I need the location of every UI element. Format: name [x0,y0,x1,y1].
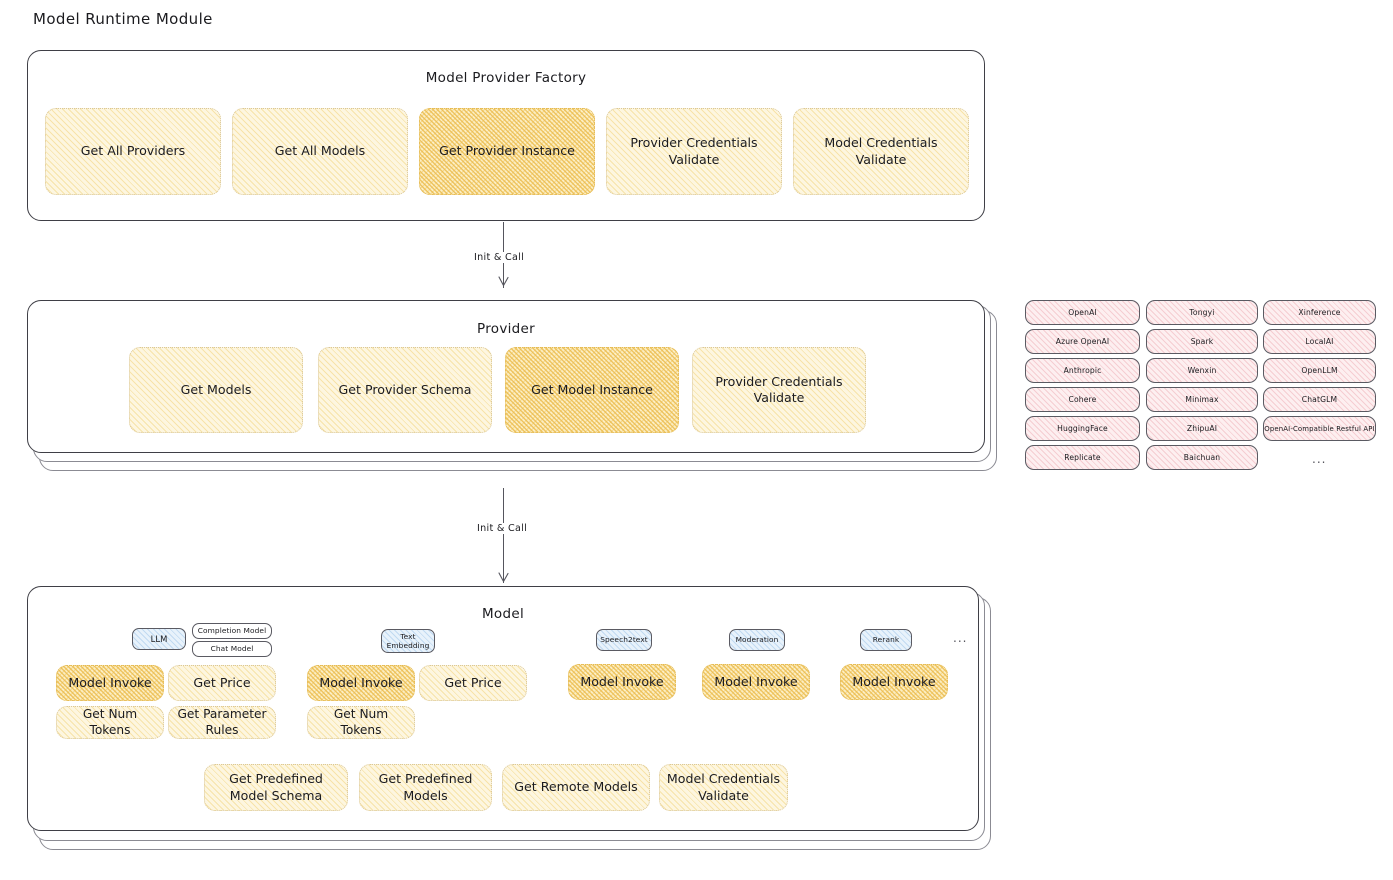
provider-chip-anthropic[interactable]: Anthropic [1025,358,1140,383]
factory-function-get-all-providers[interactable]: Get All Providers [45,108,221,195]
model-type-badge-llm[interactable]: LLM [132,628,186,650]
arrow-provider-to-model-line [503,488,504,583]
provider-function-get-model-instance[interactable]: Get Model Instance [505,347,679,433]
provider-chip-openllm[interactable]: OpenLLM [1263,358,1376,383]
model-text-embedding-function-get-price[interactable]: Get Price [419,665,527,701]
model-types-more-ellipsis: ... [953,631,968,645]
model-text-embedding-function-get-num-tokens[interactable]: Get Num Tokens [307,706,415,739]
factory-function-provider-credentials-validate[interactable]: Provider Credentials Validate [606,108,782,195]
model-provider-factory-card: Model Provider Factory Get All Providers… [27,50,985,221]
model-provider-factory-title: Model Provider Factory [425,70,587,86]
model-type-sub-badge-completion-model[interactable]: Completion Model [192,623,272,639]
model-card: Model LLM Completion Model Chat Model Mo… [27,586,979,831]
provider-chip-zhipuai[interactable]: ZhipuAI [1146,416,1258,441]
provider-chip-huggingface[interactable]: HuggingFace [1025,416,1140,441]
model-shared-function-get-predefined-model-schema[interactable]: Get Predefined Model Schema [204,764,348,811]
provider-list-more-ellipsis: ... [1312,452,1327,466]
model-shared-function-model-credentials-validate[interactable]: Model Credentials Validate [659,764,788,811]
page-title: Model Runtime Module [33,10,213,28]
model-title: Model [481,606,525,622]
provider-chip-azure-openai[interactable]: Azure OpenAI [1025,329,1140,354]
model-shared-function-get-predefined-models[interactable]: Get Predefined Models [359,764,492,811]
arrow-provider-to-model-label: Init & Call [474,523,531,534]
model-type-badge-text-embedding[interactable]: Text Embedding [381,629,435,653]
factory-function-model-credentials-validate[interactable]: Model Credentials Validate [793,108,969,195]
provider-chip-minimax[interactable]: Minimax [1146,387,1258,412]
model-moderation-function-model-invoke[interactable]: Model Invoke [702,664,810,700]
model-llm-function-get-num-tokens[interactable]: Get Num Tokens [56,706,164,739]
model-type-badge-moderation[interactable]: Moderation [729,629,785,651]
provider-chip-xinference[interactable]: Xinference [1263,300,1376,325]
provider-chip-openai[interactable]: OpenAI [1025,300,1140,325]
factory-function-get-provider-instance[interactable]: Get Provider Instance [419,108,595,195]
model-llm-function-get-parameter-rules[interactable]: Get Parameter Rules [168,706,276,739]
provider-title: Provider [477,321,535,337]
model-speech2text-function-model-invoke[interactable]: Model Invoke [568,664,676,700]
factory-function-get-all-models[interactable]: Get All Models [232,108,408,195]
provider-function-provider-credentials-validate[interactable]: Provider Credentials Validate [692,347,866,433]
model-shared-function-get-remote-models[interactable]: Get Remote Models [502,764,650,811]
provider-chip-replicate[interactable]: Replicate [1025,445,1140,470]
provider-chip-spark[interactable]: Spark [1146,329,1258,354]
model-type-sub-badge-chat-model[interactable]: Chat Model [192,641,272,657]
model-llm-function-get-price[interactable]: Get Price [168,665,276,701]
provider-chip-wenxin[interactable]: Wenxin [1146,358,1258,383]
provider-card: Provider Get Models Get Provider Schema … [27,300,985,453]
model-rerank-function-model-invoke[interactable]: Model Invoke [840,664,948,700]
arrow-provider-to-model-head [498,572,509,583]
provider-chip-openai-compatible-restful-api[interactable]: OpenAI-Compatible Restful API [1263,416,1376,441]
arrow-factory-to-provider-head [498,276,509,287]
model-type-badge-speech2text[interactable]: Speech2text [596,629,652,651]
provider-chip-localai[interactable]: LocalAI [1263,329,1376,354]
model-text-embedding-function-model-invoke[interactable]: Model Invoke [307,665,415,701]
provider-chip-baichuan[interactable]: Baichuan [1146,445,1258,470]
provider-chip-tongyi[interactable]: Tongyi [1146,300,1258,325]
arrow-factory-to-provider-label: Init & Call [471,252,528,263]
provider-function-get-provider-schema[interactable]: Get Provider Schema [318,347,492,433]
provider-chip-chatglm[interactable]: ChatGLM [1263,387,1376,412]
provider-chip-cohere[interactable]: Cohere [1025,387,1140,412]
provider-function-get-models[interactable]: Get Models [129,347,303,433]
model-llm-function-model-invoke[interactable]: Model Invoke [56,665,164,701]
model-type-badge-rerank[interactable]: Rerank [860,629,912,651]
